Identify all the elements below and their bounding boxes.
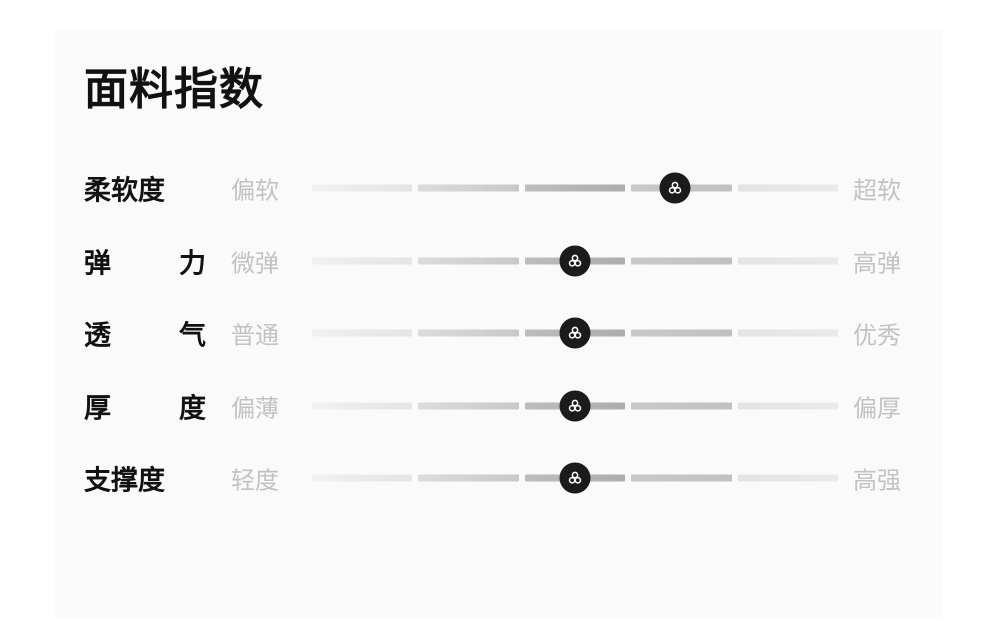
track-segment [631, 402, 732, 410]
trefoil-icon [666, 179, 684, 197]
trefoil-icon [566, 252, 584, 270]
track-segment [737, 402, 839, 410]
page-title: 面料指数 [84, 64, 264, 115]
scale-max-label: 高弹 [853, 249, 901, 278]
track-segment [418, 184, 519, 192]
attribute-name-label: 厚 度 [84, 393, 206, 425]
scale-max-label: 超软 [853, 176, 901, 205]
scale-min-label: 轻度 [231, 466, 279, 495]
slider-row: 厚 度 偏薄 [55, 370, 942, 443]
track-segment [312, 184, 413, 192]
slider-knob[interactable] [560, 390, 590, 421]
track-segment [631, 257, 732, 265]
trefoil-icon [566, 469, 584, 487]
scale-max-label: 偏厚 [853, 394, 901, 423]
track-segment [737, 474, 839, 482]
track-segment [312, 474, 413, 482]
slider-row: 透 气 普通 [55, 297, 942, 370]
trefoil-icon [566, 324, 584, 342]
attribute-slider[interactable] [312, 390, 839, 421]
attribute-slider[interactable] [312, 463, 839, 494]
track-segment [312, 257, 413, 265]
attribute-name-label: 支撑度 [84, 465, 165, 497]
slider-row: 柔软度 偏软 [55, 152, 942, 225]
track-segment [418, 474, 519, 482]
track-segment [737, 257, 839, 265]
scale-min-label: 普通 [231, 321, 279, 350]
fabric-index-card: 面料指数 柔软度 偏软 [55, 30, 942, 617]
track-segment [418, 402, 519, 410]
attribute-slider[interactable] [312, 173, 839, 204]
attribute-slider-list: 柔软度 偏软 [55, 152, 942, 515]
slider-knob[interactable] [560, 245, 590, 276]
scale-min-label: 微弹 [231, 249, 279, 278]
track-segment [524, 184, 626, 192]
track-segment [737, 184, 839, 192]
scale-min-label: 偏软 [231, 176, 279, 205]
slider-knob[interactable] [560, 463, 590, 494]
track-segment [631, 474, 732, 482]
track-segment [312, 329, 413, 337]
scale-max-label: 高强 [853, 466, 901, 495]
attribute-name-label: 透 气 [84, 320, 206, 352]
slider-knob[interactable] [560, 318, 590, 349]
slider-knob[interactable] [659, 173, 690, 204]
attribute-name-label: 弹 力 [84, 248, 206, 280]
attribute-name-label: 柔软度 [84, 175, 165, 207]
slider-track[interactable] [312, 184, 839, 192]
attribute-slider[interactable] [312, 245, 839, 276]
slider-row: 支撑度 轻度 [55, 442, 942, 515]
scale-max-label: 优秀 [853, 321, 901, 350]
track-segment [312, 402, 413, 410]
track-segment [418, 329, 519, 337]
scale-min-label: 偏薄 [231, 394, 279, 423]
trefoil-icon [566, 397, 584, 415]
track-segment [631, 329, 732, 337]
slider-row: 弹 力 微弹 [55, 225, 942, 298]
track-segment [737, 329, 839, 337]
attribute-slider[interactable] [312, 318, 839, 349]
track-segment [418, 257, 519, 265]
